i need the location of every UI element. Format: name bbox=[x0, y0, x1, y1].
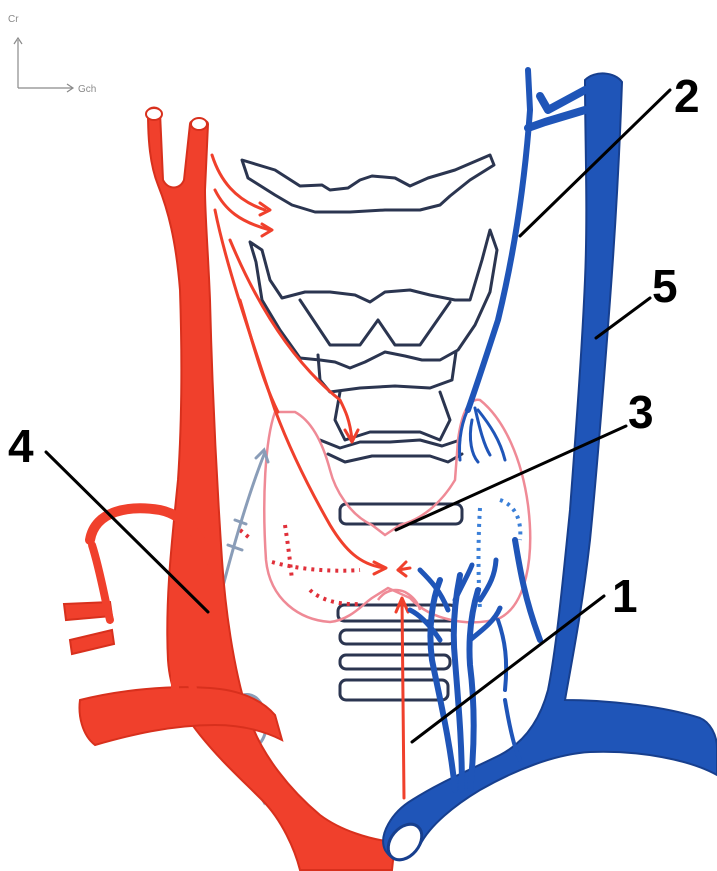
venous-tributary bbox=[528, 110, 585, 128]
venous-branch bbox=[459, 405, 470, 460]
arterial-dotted-branches bbox=[285, 525, 292, 580]
tracheal-ring bbox=[328, 454, 462, 462]
internal-jugular-vein bbox=[383, 73, 717, 860]
label-2: 2 bbox=[674, 70, 700, 122]
cricoid-arch bbox=[318, 352, 456, 392]
tracheal-ring bbox=[340, 680, 448, 700]
venous-tributary bbox=[540, 90, 585, 110]
artery-system bbox=[64, 108, 420, 871]
arterial-dotted-branches bbox=[310, 590, 358, 604]
label-3: 3 bbox=[628, 386, 654, 438]
thyroidea-ima-artery bbox=[402, 600, 404, 798]
cranial-label: Cr bbox=[8, 14, 19, 25]
arterial-dotted-branches bbox=[240, 530, 252, 540]
common-carotid-artery bbox=[148, 108, 395, 871]
inferior-thyroid-vein bbox=[469, 590, 478, 790]
vein-system bbox=[381, 70, 717, 866]
superior-thyroid-vein bbox=[468, 70, 530, 410]
arterial-dotted-branches bbox=[272, 562, 360, 571]
venous-branch bbox=[480, 560, 496, 600]
orientation-marker: Cr Gch bbox=[8, 14, 96, 95]
inferior-thyroid-vein bbox=[454, 575, 462, 790]
middle-thyroid-vein bbox=[515, 540, 540, 640]
superior-laryngeal-artery bbox=[230, 240, 352, 440]
thyroid-notch-outline bbox=[300, 300, 450, 345]
inferior-thyroid-vein bbox=[430, 580, 455, 790]
label-4: 4 bbox=[8, 420, 34, 472]
arterial-branch bbox=[70, 630, 114, 654]
venous-branch bbox=[470, 420, 478, 462]
label-5: 5 bbox=[652, 260, 678, 312]
label-1: 1 bbox=[612, 570, 638, 622]
left-label: Gch bbox=[78, 84, 96, 95]
venous-branch bbox=[498, 620, 506, 690]
thyroid-cartilage bbox=[250, 230, 497, 368]
hyoid-bone bbox=[242, 155, 494, 212]
venous-dotted-branches bbox=[500, 500, 520, 540]
